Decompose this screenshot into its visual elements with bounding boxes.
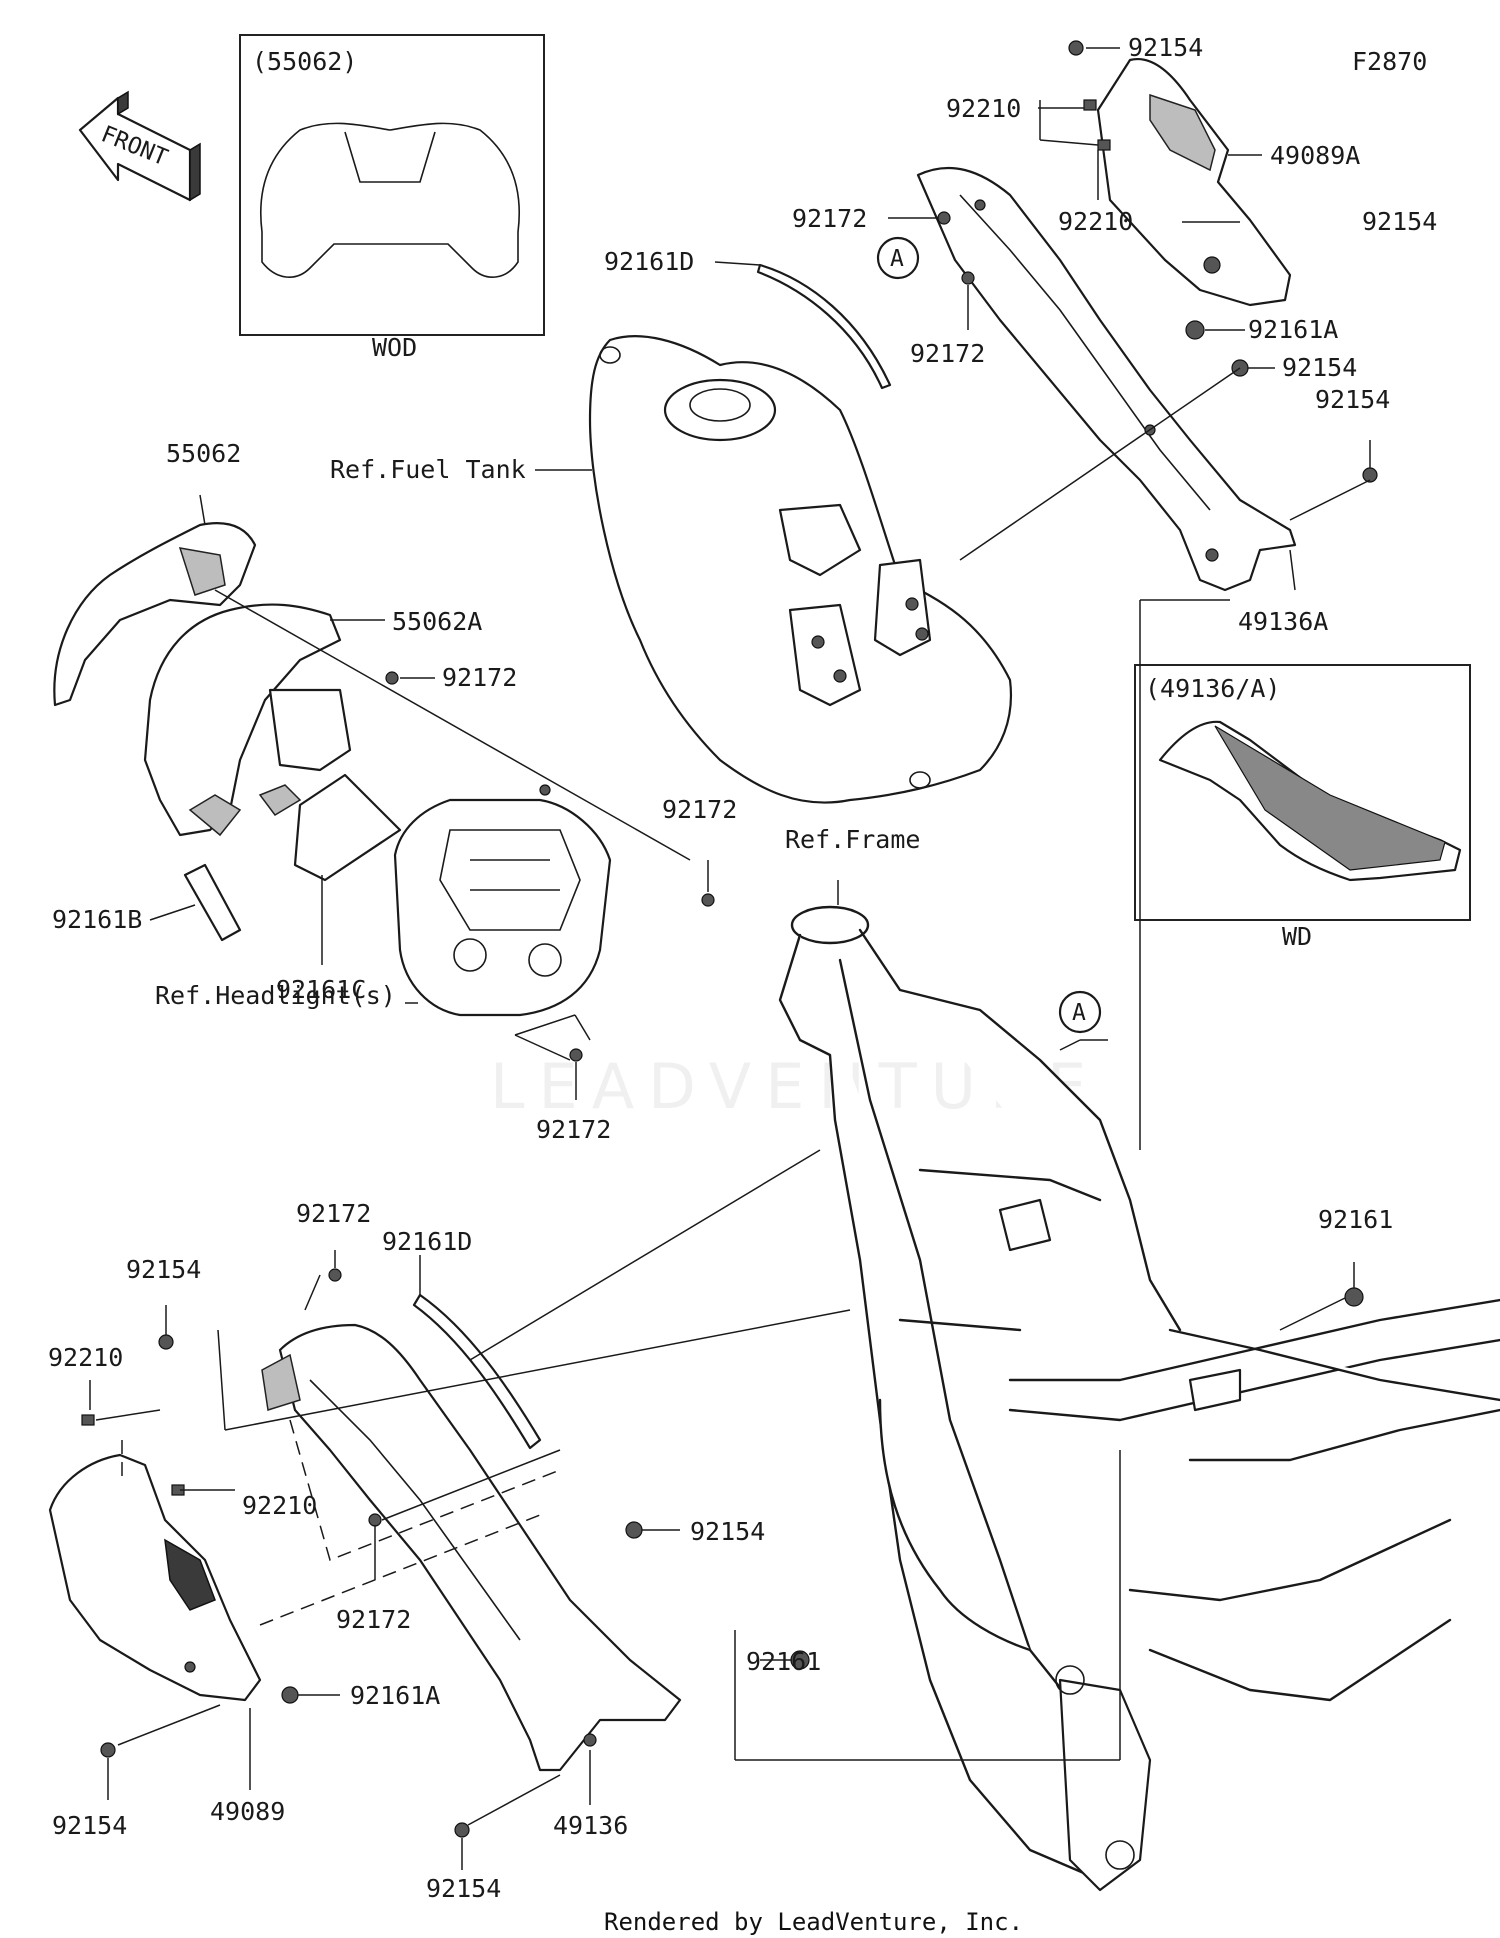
inset-wod-caption: WOD	[372, 333, 417, 362]
inset-wd-frame	[1134, 664, 1471, 921]
inset-wod-header: (55062)	[252, 47, 357, 76]
label-92161d-low: 92161D	[382, 1227, 472, 1256]
cowl-55062a	[143, 603, 352, 837]
front-arrow-icon: FRONT	[78, 90, 201, 202]
inset-wd: (49136/A) WD	[1134, 664, 1471, 951]
label-92154-l3: 92154	[52, 1811, 127, 1840]
pad-92161c	[293, 773, 402, 882]
strip-92161d-low	[412, 1293, 542, 1450]
label-92161b: 92161B	[52, 905, 142, 934]
label-92210-top: 92210	[946, 94, 1021, 123]
label-55062: 55062	[166, 439, 241, 468]
label-92161d-top: 92161D	[604, 247, 694, 276]
label-92154-r1: 92154	[1362, 207, 1437, 236]
label-92154-l4: 92154	[426, 1874, 501, 1903]
label-92172-top: 92172	[792, 204, 867, 233]
wd-grip-pattern	[1214, 725, 1446, 871]
label-92172-l: 92172	[296, 1199, 371, 1228]
callout-a-top: A	[876, 236, 920, 280]
footer-credit: Rendered by LeadVenture, Inc.	[604, 1908, 1023, 1936]
strip-92161d-top	[756, 263, 892, 390]
label-92154-l1: 92154	[126, 1255, 201, 1284]
headlight	[393, 784, 612, 1017]
label-ref-fuel-tank: Ref.Fuel Tank	[330, 455, 526, 484]
label-92172-hr: 92172	[662, 795, 737, 824]
lower-left-cover-49089	[48, 1453, 262, 1702]
label-92161-low: 92161	[746, 1647, 821, 1676]
inset-wd-header: (49136/A)	[1145, 674, 1280, 703]
label-92172-hl: 92172	[442, 663, 517, 692]
wod-cover-inner	[344, 131, 436, 183]
label-55062a: 55062A	[392, 607, 482, 636]
label-ref-headlight: Ref.Headlight(s)	[155, 981, 396, 1010]
label-49136a: 49136A	[1238, 607, 1328, 636]
inset-wd-caption: WD	[1282, 922, 1312, 951]
leader-lines	[89, 47, 1371, 1870]
lower-left-shroud-49136	[261, 1323, 682, 1772]
callout-a-frame-text: A	[1072, 1000, 1086, 1026]
label-92210-l: 92210	[48, 1343, 123, 1372]
callout-a-top-text: A	[890, 246, 904, 272]
frame	[778, 905, 1500, 1892]
label-49136: 49136	[553, 1811, 628, 1840]
label-92210-l2: 92210	[242, 1491, 317, 1520]
inset-wod: (55062) WOD	[239, 34, 545, 362]
label-92154-r3: 92154	[1315, 385, 1390, 414]
label-92161a-top: 92161A	[1248, 315, 1338, 344]
label-92154-r2: 92154	[1282, 353, 1357, 382]
label-49089: 49089	[210, 1797, 285, 1826]
label-92154-l2: 92154	[690, 1517, 765, 1546]
pad-92161b	[183, 863, 242, 942]
cover-55062	[53, 522, 257, 707]
wod-cover-outline	[259, 122, 521, 278]
label-92161c: 92161C	[276, 975, 366, 1004]
label-92161a-low: 92161A	[350, 1681, 440, 1710]
callout-a-frame: A	[1058, 990, 1102, 1034]
figure-code: F2870	[1352, 47, 1427, 76]
label-92210-mid: 92210	[1058, 207, 1133, 236]
label-92154-top: 92154	[1128, 33, 1203, 62]
fasteners	[81, 40, 1378, 1838]
upper-right-shroud-49136a	[916, 166, 1297, 592]
upper-right-cover-49089a	[1096, 57, 1292, 307]
label-92172-l2: 92172	[336, 1605, 411, 1634]
label-92172-hb: 92172	[536, 1115, 611, 1144]
label-92172-mid: 92172	[910, 339, 985, 368]
label-ref-frame: Ref.Frame	[785, 825, 920, 854]
inset-wod-frame	[239, 34, 545, 336]
label-49089a: 49089A	[1270, 141, 1360, 170]
label-92161-r: 92161	[1318, 1205, 1393, 1234]
fuel-tank	[588, 335, 1012, 804]
